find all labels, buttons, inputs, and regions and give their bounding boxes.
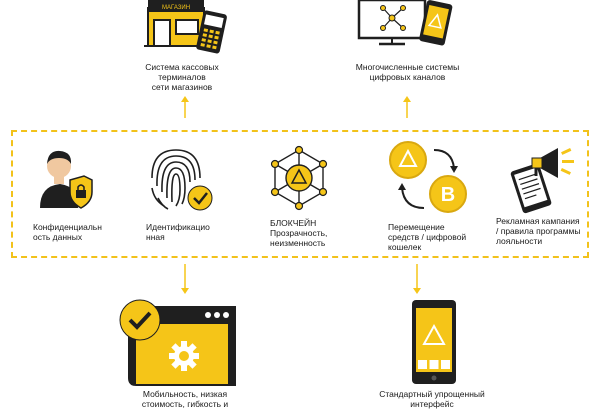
node-label-mobility: Мобильность, низкая стоимость, гибкость …	[141, 389, 229, 409]
node-label-identification: Идентификацио нная	[146, 222, 210, 242]
smartphone-app-icon	[410, 300, 458, 384]
arrow-up-to-pos	[180, 96, 190, 118]
arrow-down-to-mobility	[180, 264, 190, 296]
fingerprint-check-icon	[144, 144, 214, 214]
coin-exchange-icon: B	[388, 140, 468, 216]
node-label-loyalty: Рекламная кампания / правила программы л…	[496, 216, 581, 246]
platform-dashed-frame	[11, 130, 589, 258]
node-label-pos-system: Система кассовых терминалов сети магазин…	[145, 62, 219, 92]
shop-pos-terminal-icon: МАГАЗИН	[140, 0, 230, 60]
node-label-privacy: Конфиденциальн ость данных	[33, 222, 102, 242]
digital-channels-icon	[357, 0, 457, 46]
node-label-blockchain: БЛОКЧЕЙН Прозрачность, неизменность	[270, 218, 328, 248]
node-label-interface: Стандартный упрощенный интерфейс	[379, 389, 485, 409]
megaphone-phone-icon	[506, 144, 578, 214]
arrow-up-to-channels	[402, 96, 412, 118]
node-label-wallet: Перемещение средств / цифровой кошелек	[388, 222, 467, 252]
node-label-digital-channels: Многочисленные системы цифровых каналов	[355, 62, 460, 82]
arrow-down-to-interface	[412, 264, 422, 296]
svg-text:B: B	[441, 184, 455, 206]
browser-gear-check-icon	[118, 299, 238, 386]
blockchain-network-icon	[267, 145, 331, 211]
user-privacy-shield-icon	[38, 146, 93, 210]
shop-sign-text: МАГАЗИН	[162, 5, 190, 11]
